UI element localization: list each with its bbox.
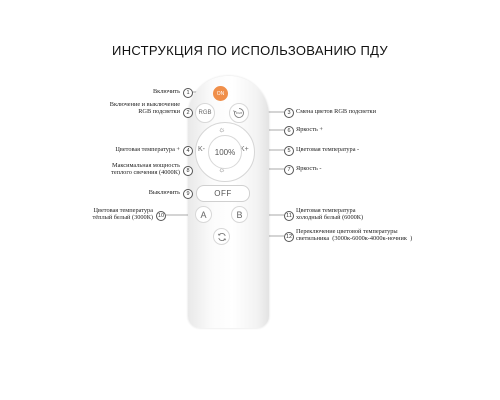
callout-label: Цветовая температура - [296, 146, 360, 153]
callout-number: 4 [183, 146, 193, 156]
callout-label: Цветовая температура холодный белый (600… [296, 207, 364, 222]
callout-number: 3 [284, 108, 294, 118]
callout-label: Смена цветов RGB подсветки [296, 108, 376, 115]
brightness-up-button[interactable]: ☼ [218, 125, 225, 134]
callout-label: Переключение цветовой температуры светил… [296, 228, 413, 243]
callout-number: 7 [284, 165, 294, 175]
brightness-down-button[interactable]: ☼ [218, 165, 225, 174]
callout-label: Выключить [148, 189, 180, 196]
cold-white-button[interactable]: B [231, 206, 248, 223]
cycle-arrows-icon [217, 232, 226, 241]
callout-number: 1 [183, 88, 193, 98]
callout-number: 10 [156, 211, 166, 221]
svg-text:RGB: RGB [236, 111, 243, 115]
callout-number: 5 [284, 146, 294, 156]
callout-label: Включение и выключение RGB подсветки [109, 101, 180, 116]
rgb-mode-button[interactable]: RGB [229, 103, 249, 123]
callout-label: Максимальная мощность теплого свечения (… [111, 162, 180, 177]
callout-number: 8 [183, 166, 193, 176]
callout-label: Яркость + [296, 126, 323, 133]
rgb-mode-cycle-icon: RGB [233, 108, 244, 118]
callout-label: Включить [152, 88, 180, 95]
color-temp-minus-button[interactable]: K+ [240, 146, 249, 153]
warm-white-button[interactable]: A [195, 206, 212, 223]
callout-number: 9 [183, 189, 193, 199]
power-off-button[interactable]: OFF [196, 185, 250, 202]
callout-number: 2 [183, 108, 193, 118]
power-on-button[interactable]: ON [213, 86, 228, 101]
rgb-toggle-button[interactable]: RGB [195, 103, 215, 123]
page-title: ИНСТРУКЦИЯ ПО ИСПОЛЬЗОВАНИЮ ПДУ [112, 43, 388, 58]
sun-icon: ☼ [218, 165, 226, 174]
color-temp-plus-button[interactable]: K- [198, 146, 205, 153]
callout-label: Цветовая температура тёплый белый (3000К… [92, 207, 153, 222]
callout-number: 12 [284, 232, 294, 242]
callout-label: Цветовая температура + [115, 146, 180, 153]
max-warm-button[interactable]: 100% [208, 135, 242, 169]
callout-number: 6 [284, 126, 294, 136]
callout-number: 11 [284, 211, 294, 221]
sun-icon: ☼ [218, 125, 226, 134]
switch-temperature-button[interactable] [213, 228, 230, 245]
callout-label: Яркость - [296, 165, 322, 172]
